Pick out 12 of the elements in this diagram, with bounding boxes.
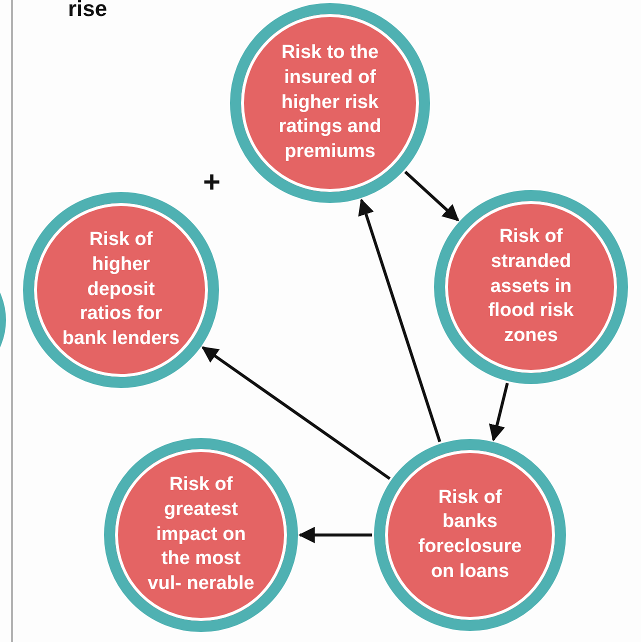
arrow [298, 526, 372, 544]
risk-text: Risk of greatest impact on the most vul- nerable [146, 473, 256, 596]
arrow [202, 346, 391, 480]
heading-text: rise [68, 0, 108, 22]
arrow [488, 382, 509, 442]
risk-text: Risk of banks foreclosure on loans [417, 486, 523, 584]
arrow [358, 198, 442, 442]
risk-text: Risk to the insured of higher risk ratings and premiums [278, 41, 382, 164]
arrow [404, 170, 460, 222]
plus-sign: + [203, 166, 221, 200]
risk-text: Risk of higher deposit ratios for bank lenders [62, 228, 180, 352]
risk-text: Risk of stranded assets in flood risk zones [487, 225, 575, 348]
